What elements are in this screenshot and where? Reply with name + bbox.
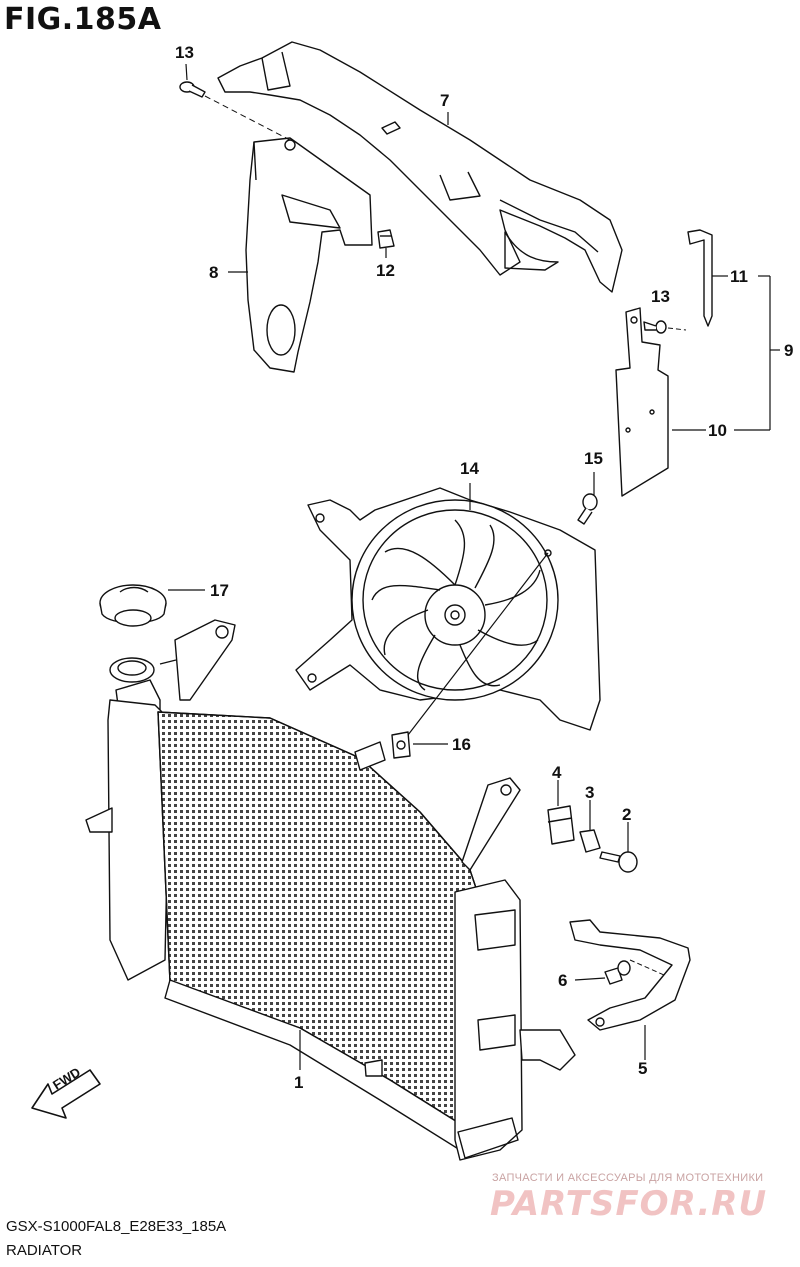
fwd-arrow-icon bbox=[31, 1069, 101, 1119]
callout-10: 10 bbox=[708, 421, 727, 440]
grommet-part-4 bbox=[547, 805, 575, 845]
nut-part-16 bbox=[391, 731, 411, 759]
bolt-part-13-upper bbox=[179, 81, 206, 98]
watermark-logo: PARTSFOR.RU bbox=[490, 1184, 768, 1224]
callout-2: 2 bbox=[622, 805, 632, 824]
callout-12: 12 bbox=[376, 261, 395, 280]
callout-4: 4 bbox=[552, 763, 562, 782]
leader-lines bbox=[168, 63, 780, 1070]
section-name: RADIATOR bbox=[6, 1242, 83, 1259]
callout-15: 15 bbox=[584, 449, 603, 468]
callout-5: 5 bbox=[638, 1059, 648, 1078]
callout-8: 8 bbox=[209, 263, 219, 282]
clip-part-12 bbox=[377, 229, 395, 249]
collar-part-3 bbox=[579, 829, 601, 853]
radiator-cap-part-17 bbox=[99, 584, 167, 627]
hose-bracket-part-5 bbox=[569, 919, 691, 1031]
bolt-part-2 bbox=[599, 851, 638, 873]
callout-13-lower: 13 bbox=[651, 287, 670, 306]
cooling-fan-part-14 bbox=[295, 487, 601, 731]
callout-17: 17 bbox=[210, 581, 229, 600]
callout-14: 14 bbox=[460, 459, 479, 478]
callout-16: 16 bbox=[452, 735, 471, 754]
figure-title: FIG.185A bbox=[4, 2, 162, 37]
callout-1: 1 bbox=[294, 1073, 304, 1092]
model-code: GSX-S1000FAL8_E28E33_185A bbox=[6, 1218, 227, 1235]
side-panel-part-10 bbox=[615, 307, 669, 497]
callout-13-upper: 13 bbox=[175, 43, 194, 62]
callout-6: 6 bbox=[558, 971, 568, 990]
bolt-part-13-lower bbox=[643, 320, 667, 334]
radiator-part-1 bbox=[85, 619, 576, 1161]
callout-11: 11 bbox=[730, 267, 748, 286]
watermark-caption: ЗАПЧАСТИ И АКСЕССУАРЫ ДЛЯ МОТОТЕХНИКИ bbox=[492, 1172, 764, 1184]
bolt-part-15 bbox=[577, 493, 598, 525]
callout-7: 7 bbox=[440, 91, 450, 110]
callout-9: 9 bbox=[784, 341, 794, 360]
stay-part-11 bbox=[687, 229, 713, 327]
bolt-part-6 bbox=[604, 960, 631, 985]
radiator-shroud-part-8 bbox=[245, 137, 373, 373]
radiator-cover-part-7 bbox=[217, 41, 623, 293]
callout-3: 3 bbox=[585, 783, 595, 802]
